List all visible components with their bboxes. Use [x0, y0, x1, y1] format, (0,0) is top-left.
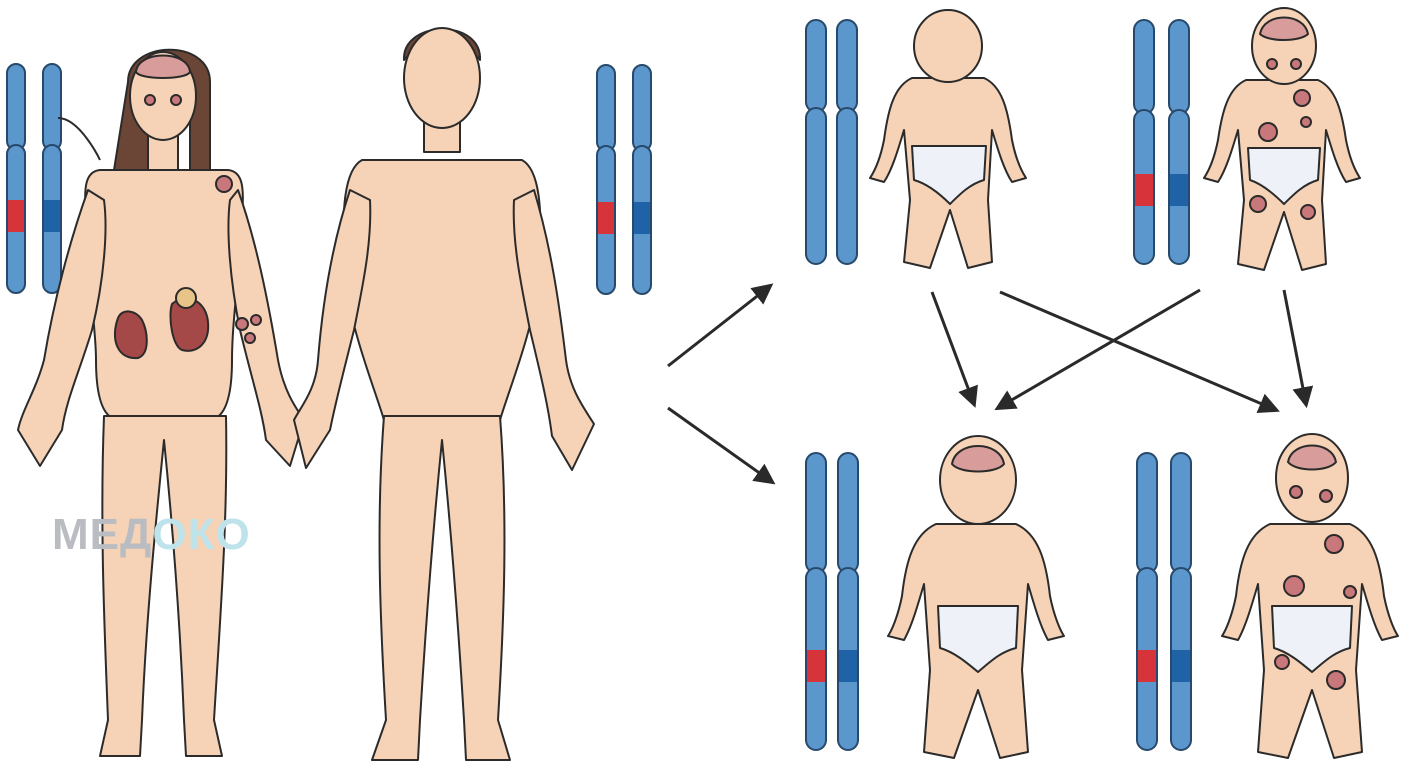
legs [99, 415, 228, 757]
left-arm [17, 189, 107, 467]
torso [342, 159, 542, 421]
diaper [1271, 605, 1353, 673]
normal-band [1172, 650, 1190, 682]
inheritance-arrows [667, 283, 1314, 485]
mutation-band [8, 200, 24, 232]
head [403, 27, 481, 129]
skin-lesion [1293, 89, 1311, 107]
skin-lesion [215, 175, 233, 193]
head [913, 9, 983, 83]
diaper [911, 145, 987, 205]
arrow-child1-to-child3 [930, 291, 978, 408]
skin-lesion [1274, 654, 1290, 670]
normal-band [44, 200, 60, 232]
normal-band [634, 202, 650, 234]
chromosome-normal [632, 64, 652, 295]
arrow-child2-to-child4 [1282, 289, 1314, 409]
skin-lesion [1283, 575, 1305, 597]
mutation-band [598, 202, 614, 234]
kidney-left [113, 310, 148, 360]
skin-lesion [1258, 122, 1278, 142]
brain-lesion [1287, 444, 1337, 471]
child-4-chromosome-pair [1136, 452, 1192, 751]
facial-lesion [1290, 58, 1302, 70]
child-2-figure [1203, 7, 1361, 271]
skin-lesion [244, 332, 256, 344]
father-figure [293, 27, 595, 761]
mutation-band [1138, 650, 1156, 682]
watermark-logo: МЕДОКО [52, 510, 251, 560]
arrow-parents-to-top [667, 283, 774, 368]
normal-band [1170, 174, 1188, 206]
mother-figure [17, 48, 305, 757]
right-arm [227, 189, 305, 467]
skin-lesion [235, 317, 249, 331]
kidney-tumor [175, 287, 197, 309]
right-arm [512, 189, 595, 471]
chromosome-normal [42, 63, 62, 294]
mutation-band [807, 650, 825, 682]
child-4-figure [1221, 433, 1399, 759]
normal-band [839, 650, 857, 682]
diaper [1247, 147, 1321, 205]
left-arm [293, 189, 372, 469]
skin-lesion [1324, 534, 1344, 554]
child-2-chromosome-pair [1133, 19, 1190, 265]
skin-lesion [1300, 116, 1312, 128]
arrow-parents-to-bottom [667, 406, 776, 485]
chromosome-mutant [6, 63, 26, 294]
facial-lesion [1289, 485, 1303, 499]
mother-chromosome-pair [6, 63, 62, 294]
facial-lesion [1266, 58, 1278, 70]
skin-lesion [250, 314, 262, 326]
child-1-chromosome-pair [805, 19, 858, 265]
skin-lesion [1300, 204, 1316, 220]
facial-lesion [1319, 489, 1333, 503]
child-3-chromosome-pair [805, 452, 859, 751]
arrow-child1-to-child4 [999, 290, 1280, 414]
chromosome-normal [596, 64, 616, 295]
father-chromosome-pair [596, 64, 652, 295]
facial-lesion [144, 94, 156, 106]
skin-lesion [1343, 585, 1357, 599]
child-3-figure [887, 435, 1065, 759]
facial-lesion [170, 94, 182, 106]
skin-lesion [1249, 195, 1267, 213]
brain-lesion [135, 54, 191, 79]
child-1-figure [869, 9, 1027, 269]
legs [371, 415, 511, 761]
arrow-child2-to-child3 [994, 288, 1201, 411]
mutation-band [1135, 174, 1153, 206]
brain-lesion [1259, 16, 1309, 41]
torso [84, 169, 244, 421]
skin-lesion [1326, 670, 1346, 690]
diaper [937, 605, 1019, 673]
watermark-part-2: ОКО [152, 510, 251, 559]
brain-lesion [951, 445, 1005, 473]
watermark-part-1: МЕД [52, 510, 153, 559]
